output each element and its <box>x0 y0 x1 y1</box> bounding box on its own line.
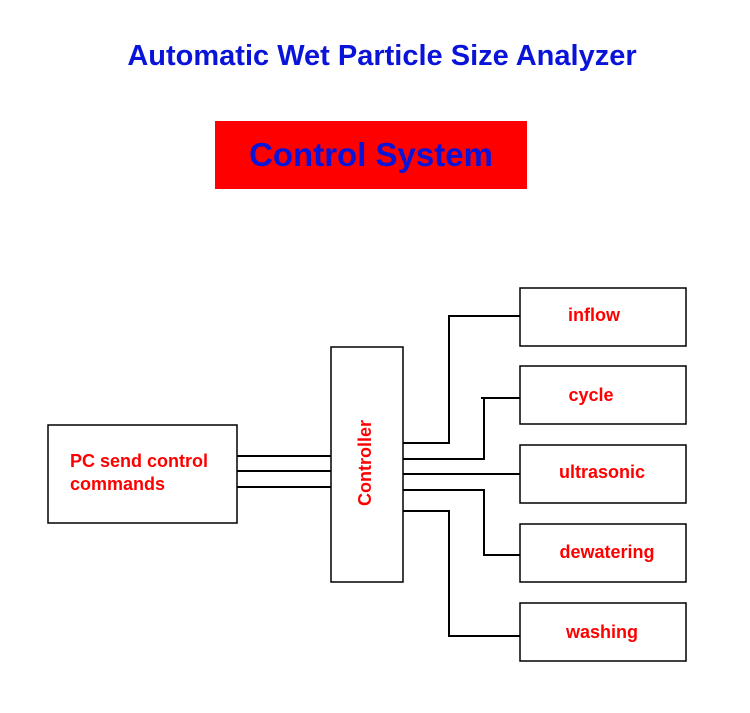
output-label-inflow: inflow <box>568 305 621 325</box>
controller-label: Controller <box>355 420 375 506</box>
control-system-banner: Control System <box>215 121 527 189</box>
pc-controller-links <box>237 455 331 488</box>
output-label-cycle: cycle <box>568 385 613 405</box>
output-label-washing: washing <box>565 622 638 642</box>
controller-box <box>330 346 404 583</box>
output-label-ultrasonic: ultrasonic <box>559 462 645 482</box>
pc-box-label-line1: PC send control <box>70 451 208 471</box>
output-connectors <box>403 315 520 637</box>
output-box-ultrasonic: ultrasonic <box>519 444 687 504</box>
pc-box <box>47 424 238 524</box>
output-label-dewatering: dewatering <box>559 542 654 562</box>
output-box-washing: washing <box>519 602 687 662</box>
output-box-inflow: inflow <box>519 287 687 347</box>
output-box-dewatering: dewatering <box>519 523 687 583</box>
output-box-cycle: cycle <box>519 365 687 425</box>
banner-label: Control System <box>249 136 493 173</box>
page-title: Automatic Wet Particle Size Analyzer <box>127 40 637 72</box>
pc-box-label-line2: commands <box>70 474 165 494</box>
